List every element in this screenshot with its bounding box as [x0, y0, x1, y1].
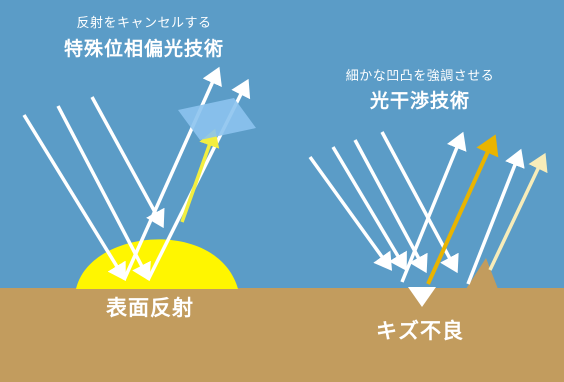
incident-ray	[331, 146, 407, 272]
reflected-ray	[400, 131, 467, 283]
interference-ray-cream	[488, 152, 548, 271]
right-bottom-label: キズ不良	[376, 319, 464, 343]
right-caption-line1: 細かな凹凸を強調させる	[345, 69, 495, 84]
interference-ray-gold	[426, 134, 499, 285]
incident-ray	[22, 114, 126, 281]
surface-bump	[466, 258, 498, 289]
filtered-ray	[180, 128, 220, 223]
reflected-ray	[466, 148, 525, 285]
left-caption-line2: 特殊位相偏光技術	[63, 38, 224, 60]
left-caption-line1: 反射をキャンセルする	[76, 16, 212, 31]
incident-ray	[353, 139, 428, 274]
incident-ray	[90, 96, 165, 229]
ground-surface	[0, 288, 564, 382]
right-caption-line2: 光干渉技術	[369, 90, 470, 112]
incident-ray	[308, 155, 393, 271]
scratch-notch	[408, 287, 436, 307]
left-bottom-label: 表面反射	[106, 296, 194, 320]
incident-ray	[56, 105, 151, 282]
sky-background	[0, 0, 564, 290]
polarizing-filter	[178, 98, 256, 140]
